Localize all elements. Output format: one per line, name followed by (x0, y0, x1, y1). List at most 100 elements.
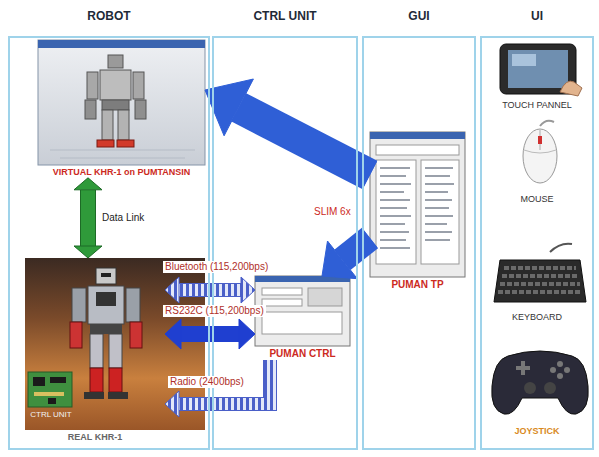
real-robot-photo-part (109, 334, 122, 368)
arrow-shaft-outline (80, 190, 96, 246)
virtual-robot-window (38, 40, 205, 165)
arrow-shaft-outline (181, 326, 239, 342)
connector-arrow (322, 238, 370, 279)
real-robot-photo-part (88, 286, 124, 324)
arrow-head (241, 277, 255, 303)
arrow-head (239, 319, 255, 349)
real-robot-photo-part (101, 273, 111, 277)
connector-label: RS232C (115,200bps) (163, 305, 266, 317)
input-device: JOYSTICK (483, 332, 591, 437)
control-board-part (33, 377, 45, 386)
control-board-part (28, 372, 72, 407)
picture-area (483, 236, 591, 310)
control-board (28, 372, 72, 407)
virtual-robot-window-part (38, 40, 205, 48)
puman-ctrl-window-part (308, 288, 342, 306)
column-panel: UITOUCH PANNELMOUSEKEYBOARDJOYSTICK (480, 36, 594, 450)
mouse-icon-part (523, 129, 557, 183)
virtual-robot-window-part (102, 110, 113, 140)
connector-arrow (165, 277, 255, 303)
joystick-icon-part (550, 367, 556, 373)
virtual-robot-window-part (135, 100, 146, 119)
real-robot-photo-part (108, 392, 128, 399)
virtual-robot-window-part (133, 72, 144, 99)
real-robot-photo (25, 258, 205, 430)
puman-ctrl-window-part (255, 276, 350, 346)
column-heading: GUI (362, 9, 476, 23)
node-caption: REAL KHR-1 (25, 432, 165, 443)
virtual-robot: VIRTUAL KHR-1 on PUMTANSIN (38, 40, 205, 178)
software-window: PUMAN CTRL (255, 276, 350, 360)
real-robot-photo-part (25, 258, 205, 430)
real-robot-photo-part (96, 268, 116, 284)
control-board-part (48, 398, 56, 404)
virtual-robot-window-part (108, 55, 123, 68)
touch-panel-icon-part (512, 54, 536, 66)
real-robot-photo-part (126, 288, 140, 322)
control-board-part (34, 392, 64, 396)
mouse-icon (523, 121, 557, 183)
joystick-icon (492, 351, 589, 414)
arrow-head (165, 277, 179, 303)
picture-area (26, 372, 76, 408)
puman-ctrl-window (255, 276, 350, 346)
control-board: CTRL UNIT (26, 372, 76, 420)
arrow-shaft-outline (342, 238, 370, 260)
connector-arrow (165, 360, 270, 417)
picture-area (255, 276, 350, 346)
picture-area (483, 40, 591, 98)
mouse-icon-part (538, 136, 542, 144)
arrow-shaft (181, 327, 239, 341)
column-heading: UI (480, 9, 594, 23)
keyboard-icon-part (498, 268, 582, 292)
connector-label: Data Link (100, 212, 146, 224)
arrow-head (322, 241, 357, 279)
virtual-robot-window-part (100, 70, 131, 100)
column-heading: CTRL UNIT (212, 9, 358, 23)
virtual-robot-window-part (117, 140, 134, 147)
real-robot-photo-part (72, 288, 86, 322)
touch-panel-icon-part (560, 81, 582, 96)
real-robot-photo-part (90, 324, 122, 334)
virtual-robot-window-part (87, 72, 98, 99)
picture-area (370, 132, 465, 277)
keyboard-icon-part (494, 260, 586, 302)
arrow-shaft (239, 107, 370, 175)
virtual-robot-window-part (50, 150, 195, 151)
node-caption: PUMAN TP (370, 279, 465, 291)
arrow-head (165, 391, 179, 417)
picture-area (25, 258, 165, 430)
node-caption: PUMAN CTRL (255, 348, 350, 360)
input-device: KEYBOARD (483, 236, 591, 323)
input-device: TOUCH PANNEL (483, 40, 591, 111)
connector-label: Radio (2400bps) (168, 376, 246, 388)
puman-tp-window-part (380, 168, 454, 248)
real-robot-photo-part (109, 368, 122, 392)
column-panel: GUIPUMAN TP (362, 36, 476, 450)
joystick-icon-part (492, 351, 589, 414)
virtual-robot-window-part (118, 110, 129, 140)
connector-label: SLIM 6x (312, 206, 353, 218)
joystick-icon-part (557, 361, 563, 367)
arrow-head (74, 246, 102, 258)
puman-tp-window (370, 132, 465, 277)
puman-ctrl-window-part (262, 299, 302, 306)
virtual-robot-window-part (38, 40, 205, 165)
arrow-head (205, 79, 253, 136)
column-heading: ROBOT (8, 9, 210, 23)
software-window: PUMAN TP (370, 132, 465, 291)
touch-panel-icon (500, 44, 582, 96)
picture-area (38, 40, 205, 165)
real-robot-photo-part (96, 292, 116, 306)
puman-tp-window-part (370, 132, 465, 277)
control-board-part (50, 377, 66, 383)
joystick-icon-part (524, 382, 536, 394)
node-caption: MOUSE (483, 194, 591, 205)
connector-arrow (205, 79, 370, 175)
touch-panel-icon-part (508, 50, 568, 88)
arrow-shaft (81, 190, 95, 246)
virtual-robot-window-part (60, 158, 185, 159)
